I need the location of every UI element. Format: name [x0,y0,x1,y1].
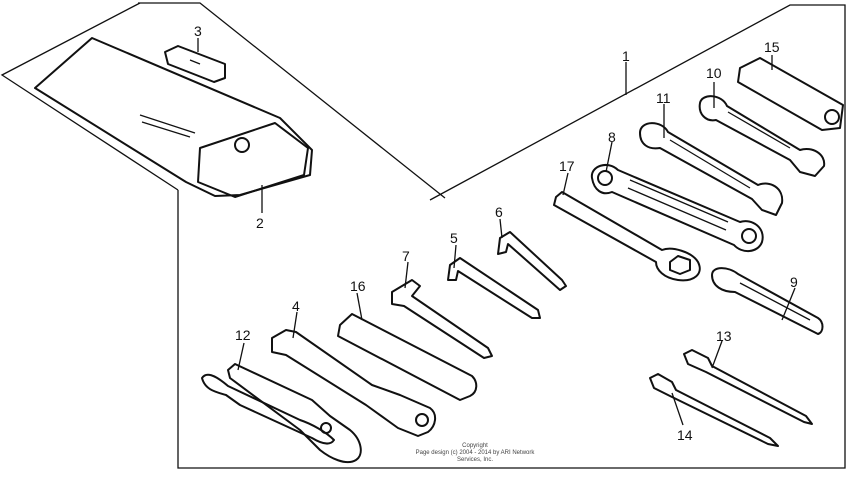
copyright-line-1: Copyright [462,443,488,449]
callout-8: 8 [608,129,616,145]
assembly-boundary [0,2,846,469]
callout-9: 9 [790,274,798,290]
screwdriver-phillips[interactable] [683,349,813,425]
callout-6: 6 [495,204,503,220]
callout-11: 11 [656,90,671,106]
leader-lines [197,38,796,426]
extension-bar[interactable] [337,313,478,401]
l-wrench[interactable] [391,279,493,359]
copyright-line-2: Page design (c) 2004 - 2014 by ARI Netwo… [415,450,535,463]
callout-1: 1 [622,48,630,64]
callout-13: 13 [716,328,732,344]
callout-14: 14 [677,427,693,443]
open-wrench-flat[interactable] [711,267,824,335]
tool-tag[interactable] [164,45,226,83]
callout-5: 5 [450,230,458,246]
copyright-notice: Copyright Page design (c) 2004 - 2014 by… [405,443,545,464]
open-wrench-large[interactable] [639,122,784,216]
pliers[interactable] [201,363,362,464]
tool-bag[interactable] [34,37,313,198]
callout-16: 16 [350,278,366,294]
flat-wrench[interactable] [553,191,701,282]
socket-driver[interactable] [737,57,844,131]
box-wrench[interactable] [590,163,764,252]
screwdriver-flat[interactable] [649,373,779,447]
callout-10: 10 [706,65,722,81]
callout-3: 3 [194,23,202,39]
callout-7: 7 [402,248,410,264]
open-wrench-small[interactable] [698,95,826,177]
callout-4: 4 [292,298,300,314]
callout-15: 15 [764,39,780,55]
callout-17: 17 [559,158,575,174]
hex-key-large[interactable] [497,231,567,291]
callout-2: 2 [256,215,264,231]
hex-key-small[interactable] [447,257,541,319]
plug-wrench[interactable] [271,329,436,437]
callout-12: 12 [235,327,251,343]
